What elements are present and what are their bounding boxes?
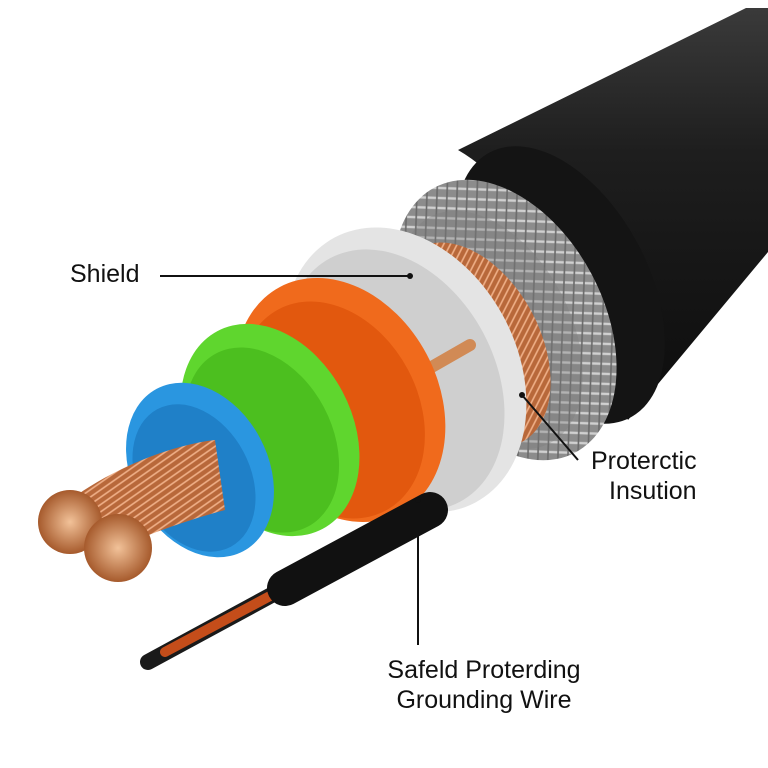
protective-leader-line <box>521 394 579 461</box>
grounding-label-line1: Safeld Proterding <box>387 656 581 684</box>
grounding-wire-sheath <box>267 492 448 606</box>
grounding-wire-label: Safeld Proterding Grounding Wire <box>364 655 604 715</box>
grounding-wire-orange <box>160 583 290 657</box>
protective-insulation-label: Proterctic Insution <box>591 446 697 506</box>
protective-label-line2: Insution <box>609 477 697 505</box>
shield-leader-dot <box>407 273 413 279</box>
grounding-label-line2: Grounding Wire <box>396 686 572 714</box>
conductor-end-right <box>84 514 152 582</box>
grounding-leader-dot <box>415 497 421 503</box>
shield-label-text: Shield <box>70 260 140 288</box>
protective-label-line1: Proterctic <box>591 447 697 475</box>
protective-leader-dot <box>519 392 525 398</box>
shield-label: Shield <box>70 259 140 289</box>
